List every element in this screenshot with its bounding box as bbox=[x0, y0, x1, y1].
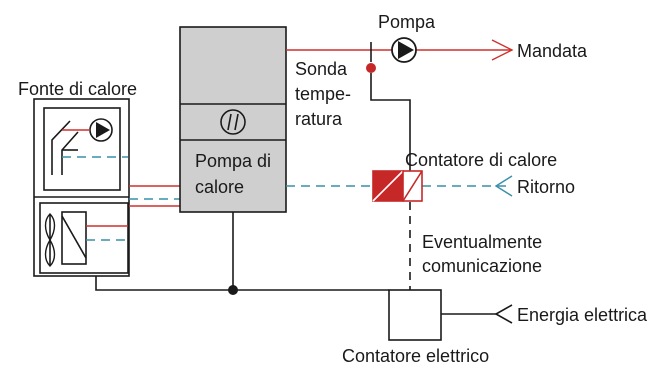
sensor-label-line3: ratura bbox=[295, 109, 343, 129]
heat-pump-label-line2: calore bbox=[195, 177, 244, 197]
electric-energy-label: Energia elettrica bbox=[517, 305, 648, 325]
supply-arrow-icon bbox=[491, 39, 514, 61]
return-label: Ritorno bbox=[517, 177, 575, 197]
supply-label: Mandata bbox=[517, 41, 588, 61]
heat-meter-icon bbox=[372, 170, 423, 202]
communication-label-line1: Eventualmente bbox=[422, 232, 542, 252]
heat-pump-label-line1: Pompa di bbox=[195, 151, 271, 171]
temperature-sensor-icon bbox=[366, 42, 376, 73]
circulation-pump-icon bbox=[391, 37, 417, 63]
source-pump-icon bbox=[89, 118, 113, 142]
heat-source-hydraulic-box bbox=[43, 107, 121, 191]
sensor-label-line1: Sonda bbox=[295, 59, 348, 79]
electric-supply-arrow-icon bbox=[494, 304, 513, 324]
source-power-cable bbox=[95, 276, 389, 291]
sensor-cable bbox=[370, 73, 411, 176]
compressor-icon bbox=[220, 109, 246, 135]
heat-source-label: Fonte di calore bbox=[18, 79, 137, 99]
pump-label: Pompa bbox=[378, 12, 436, 32]
electric-meter-box bbox=[388, 289, 442, 341]
sensor-label-line2: tempe- bbox=[295, 84, 351, 104]
fan-icon bbox=[44, 213, 56, 267]
communication-label-line2: comunicazione bbox=[422, 256, 542, 276]
junction-dot bbox=[228, 285, 238, 295]
heat-meter-label: Contatore di calore bbox=[405, 150, 557, 170]
exchanger-icon bbox=[61, 211, 87, 265]
return-arrow-icon bbox=[494, 175, 513, 197]
electric-meter-label: Contatore elettrico bbox=[342, 346, 489, 366]
three-way-valve-icon bbox=[51, 120, 79, 175]
